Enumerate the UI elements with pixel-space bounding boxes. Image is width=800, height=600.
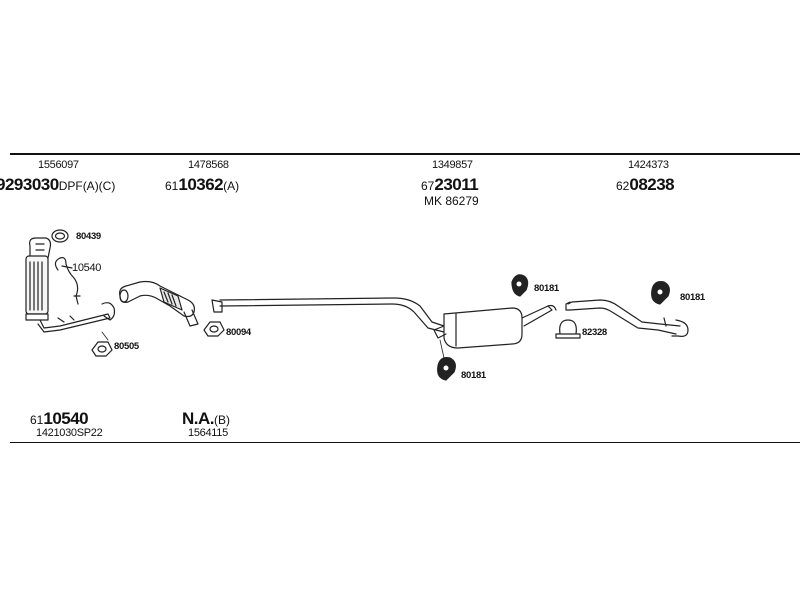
part-ref-front-pipe: 1478568 bbox=[188, 159, 229, 171]
front-pipe-flex bbox=[119, 280, 199, 327]
callout-80505: 80505 bbox=[114, 341, 139, 352]
sensor-wire-10540 bbox=[54, 257, 79, 305]
callout-80181-lower: 80181 bbox=[461, 370, 486, 381]
callout-80181-upper: 80181 bbox=[534, 283, 559, 294]
part-sub-center-muffler: MK 86279 bbox=[424, 194, 479, 208]
gasket-ring-80439 bbox=[51, 229, 69, 243]
dpf-unit bbox=[25, 237, 116, 333]
part-ref-center-muffler: 1349857 bbox=[432, 159, 473, 171]
part-code-tail-pipe: 6208238 bbox=[616, 175, 675, 194]
part-code-dpf-suffix: DPF(A)(C) bbox=[58, 179, 116, 193]
callout-80439: 80439 bbox=[76, 231, 101, 242]
callout-80094: 80094 bbox=[226, 327, 251, 338]
hanger-80181-lower bbox=[437, 357, 456, 381]
part-code-center-muffler: 6723011 bbox=[421, 175, 479, 194]
clamp-82328 bbox=[555, 319, 581, 339]
hanger-80181-upper bbox=[511, 274, 529, 297]
tail-pipe bbox=[565, 299, 689, 337]
part-ref-tail-pipe: 1424373 bbox=[628, 159, 669, 171]
header-rule bbox=[10, 153, 800, 155]
part-ref-dpf: 1556097 bbox=[38, 159, 79, 171]
part-code-bottom-1: 6110540 bbox=[30, 409, 89, 428]
part-ref-bottom-2: 1564115 bbox=[188, 427, 228, 439]
part-ref-bottom-1: 1421030SP22 bbox=[36, 427, 103, 439]
callout-10540: 10540 bbox=[72, 262, 102, 274]
part-code-front-pipe: 6110362(A) bbox=[165, 175, 240, 194]
part-code-dpf: 9293030DPF(A)(C) bbox=[0, 176, 115, 193]
gasket-80094 bbox=[203, 321, 225, 337]
footer-rule bbox=[10, 442, 800, 443]
gasket-80505 bbox=[91, 341, 113, 357]
callout-80181-right: 80181 bbox=[680, 292, 705, 303]
center-muffler bbox=[433, 304, 557, 349]
intermediate-pipe bbox=[211, 297, 445, 333]
part-code-dpf-main: 9293030 bbox=[0, 175, 59, 194]
part-code-bottom-2: N.A.(B) bbox=[182, 409, 230, 428]
hanger-80181-right bbox=[651, 281, 670, 305]
callout-82328: 82328 bbox=[582, 327, 607, 338]
